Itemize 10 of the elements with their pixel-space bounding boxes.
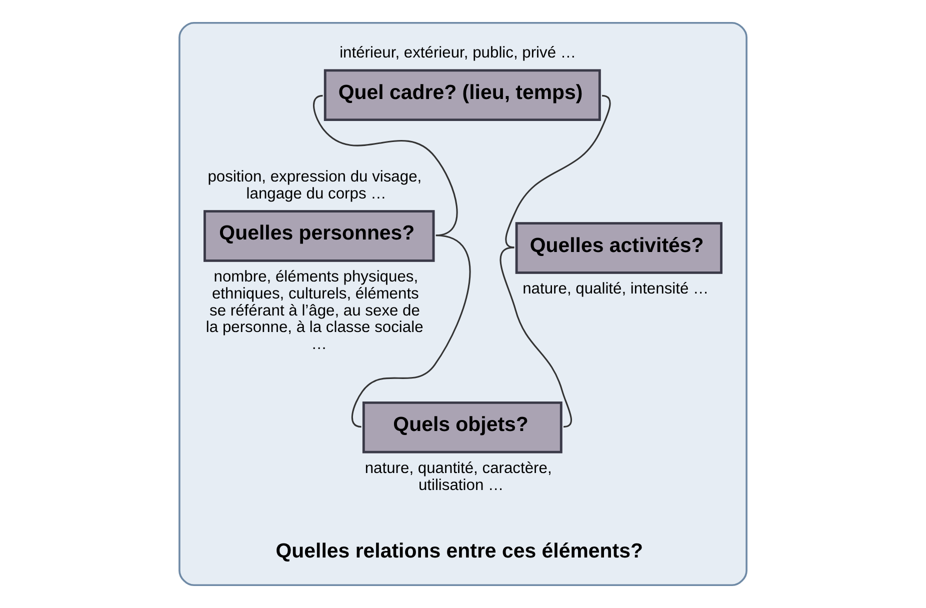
connector [500,246,572,428]
connector [313,94,458,236]
node-label: nature, qualité, intensité … [522,280,709,298]
connector [505,94,611,248]
node-label: intérieur, extérieur, public, privé … [340,44,576,62]
node-label: position, expression du visage, langage du corps … [208,168,422,203]
label: Quelles relations entre ces éléments? [276,540,643,563]
node-label: nombre, éléments physiques, ethniques, culturels, éléments se référant à l’âge, au sexe de la personne, à la classe sociale … [206,268,424,354]
cluster [178,22,748,586]
node-label: nature, quantité, caractère, utilisation … [364,460,552,494]
